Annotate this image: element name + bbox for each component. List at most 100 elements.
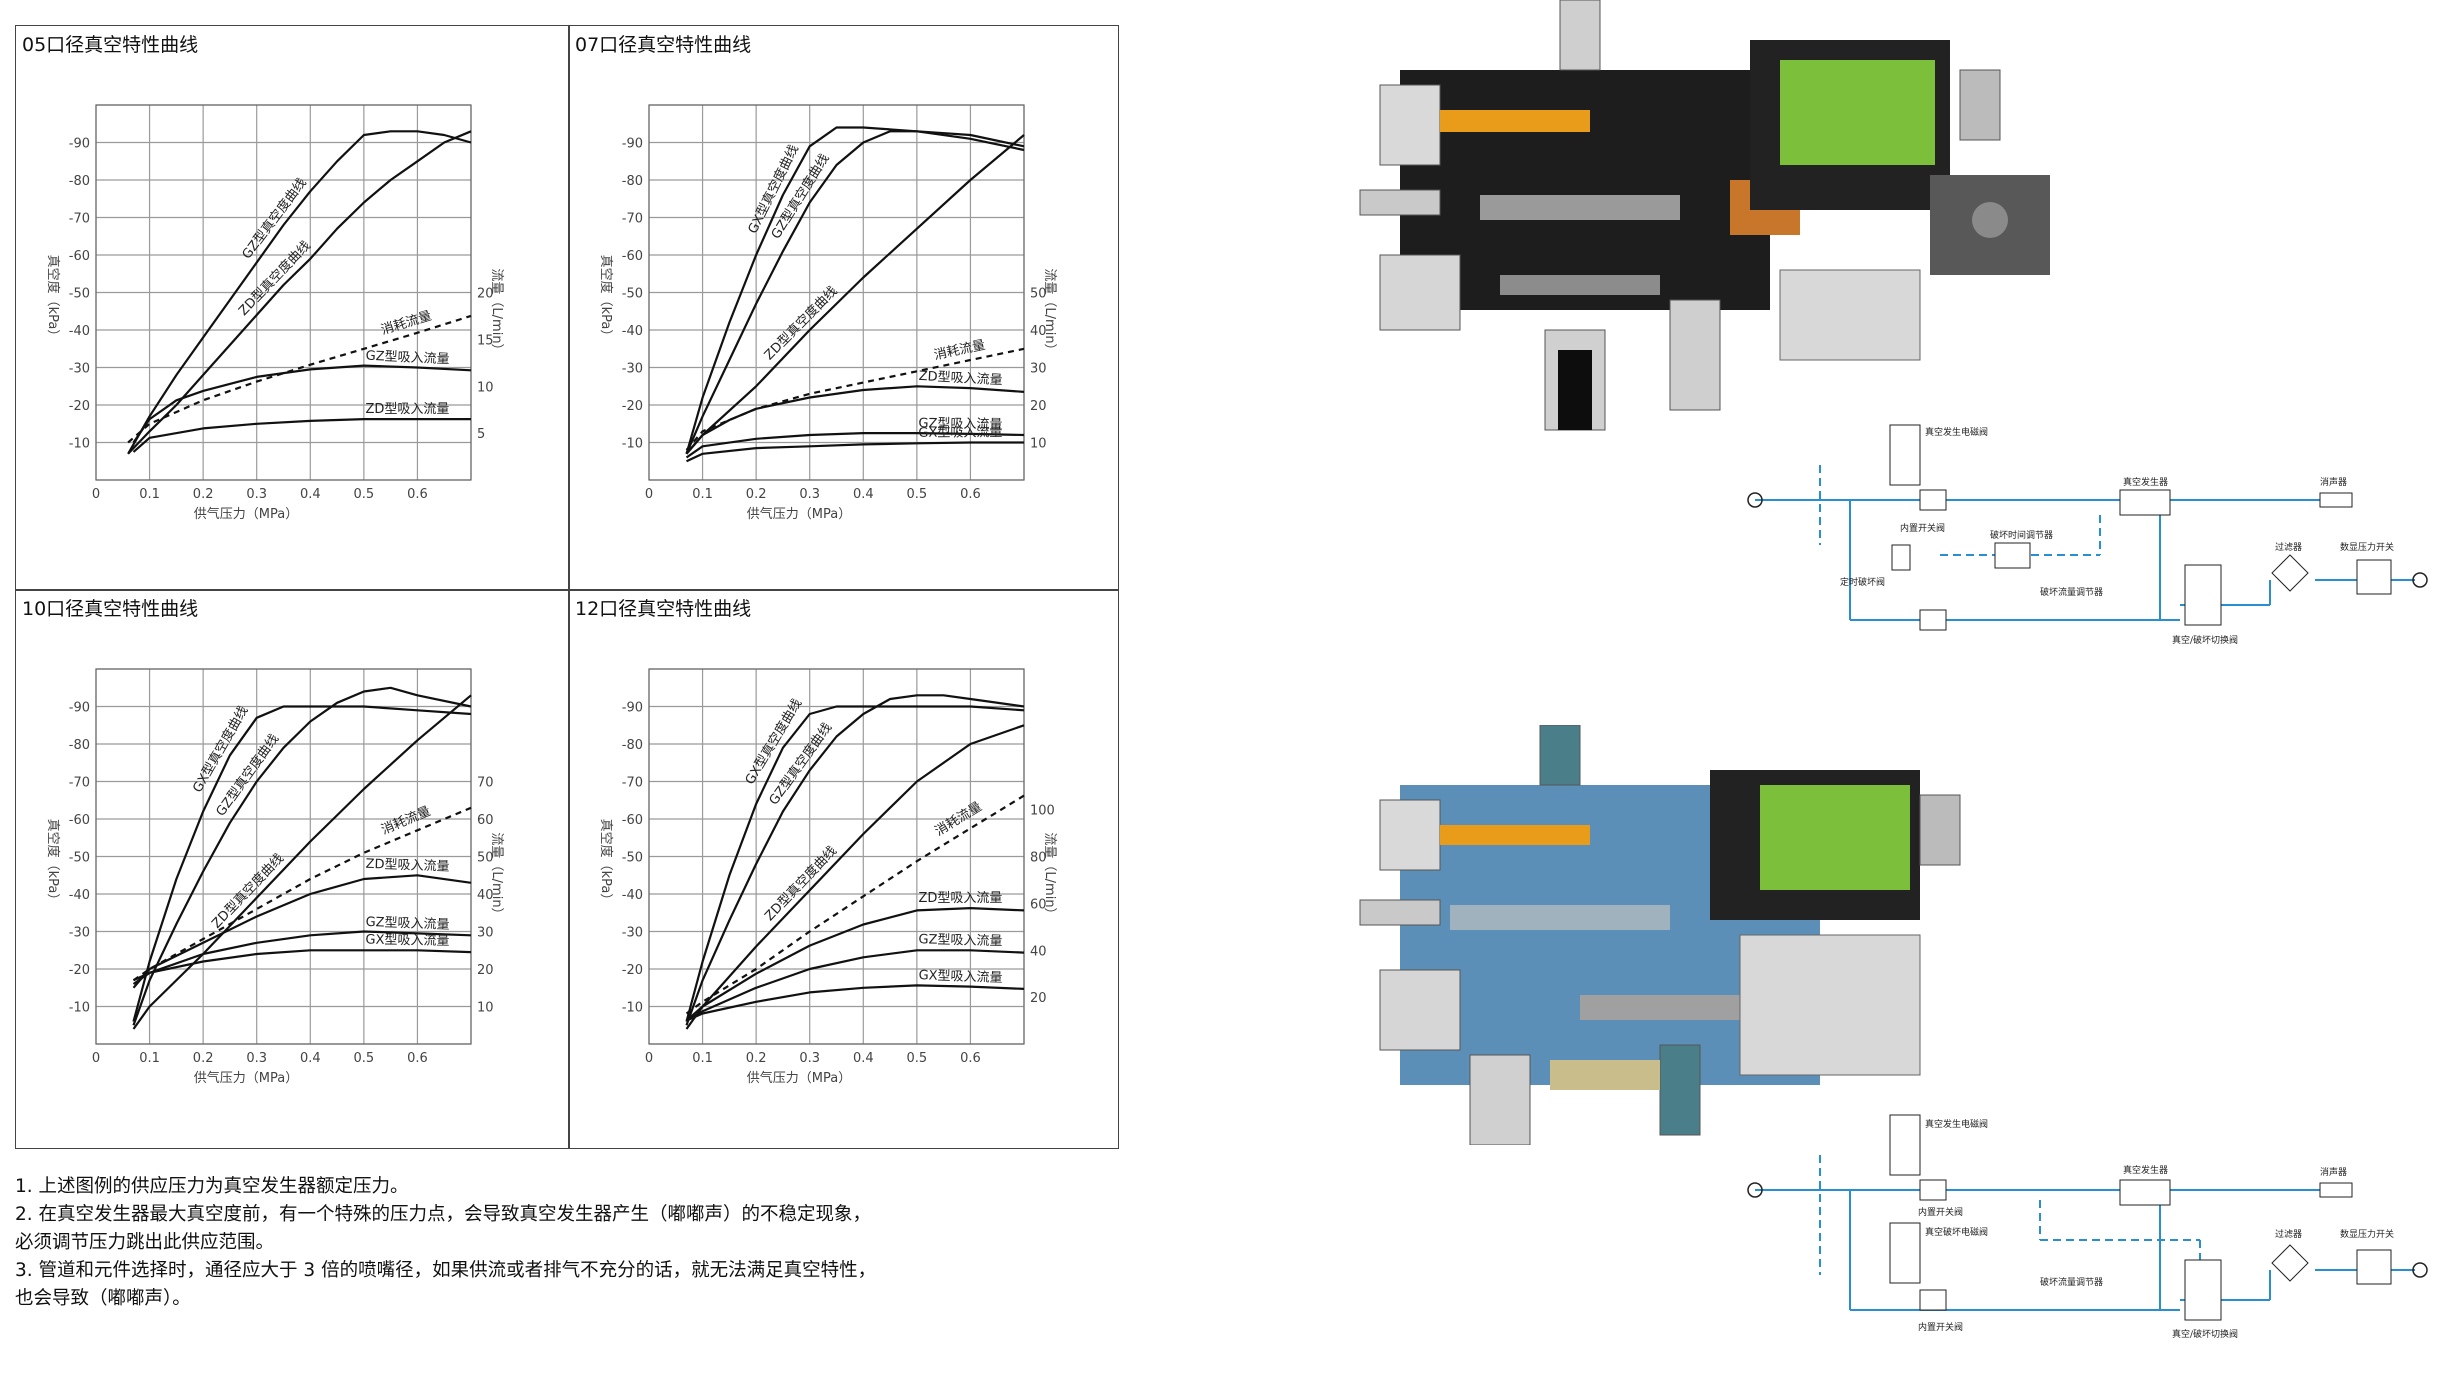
series-label: ZD型吸入流量 <box>918 369 1003 388</box>
y-tick-label: -60 <box>622 249 643 264</box>
x-tick-label: 0.6 <box>407 487 428 502</box>
y-axis-label: 真空度（kPa） <box>598 255 614 343</box>
y2-tick-label: 5 <box>477 427 485 442</box>
y-tick-label: -10 <box>622 437 643 452</box>
series-line <box>132 705 472 1022</box>
label-solenoid: 真空发生电磁阀 <box>1925 426 1988 438</box>
series-label: GX型吸入流量 <box>918 968 1002 986</box>
label-timer-reg: 破坏时间调节器 <box>1990 529 2053 541</box>
series-line <box>685 130 1025 455</box>
x-tick-label: 0.4 <box>853 487 874 502</box>
label-generator: 真空发生器 <box>2123 1164 2168 1176</box>
series-label: 消耗流量 <box>379 804 433 838</box>
series-line <box>132 686 472 1026</box>
y-tick-label: -20 <box>69 963 90 978</box>
series-line <box>686 984 1025 1022</box>
label-generator: 真空发生器 <box>2123 476 2168 488</box>
y2-tick-label: 40 <box>1030 324 1047 339</box>
label-silencer: 消声器 <box>2320 1166 2347 1178</box>
label-filter: 过滤器 <box>2275 541 2302 553</box>
y-tick-label: -90 <box>622 137 643 152</box>
grid <box>95 104 472 481</box>
x-tick-label: 0.2 <box>746 1051 767 1066</box>
series-line <box>132 364 472 444</box>
x-axis-label: 供气压力（MPa） <box>747 1070 851 1086</box>
y-tick-label: -10 <box>69 1001 90 1016</box>
y-tick-label: -30 <box>69 362 90 377</box>
x-tick-label: 0.4 <box>300 1051 321 1066</box>
pneumatic-schematic-top: 真空发生电磁阀 内置开关阀 真空发生器 消声器 破坏时间调节器 定时破坏阀 破坏… <box>1747 424 2428 646</box>
cross-section-illustration-bottom <box>1359 725 1961 1145</box>
series-line <box>132 806 472 982</box>
y-axis-label: 真空度（kPa） <box>598 819 614 907</box>
y2-tick-label: 10 <box>477 380 494 395</box>
y2-tick-label: 40 <box>1030 944 1047 959</box>
y2-tick-label: 30 <box>1030 362 1047 377</box>
y2-tick-label: 50 <box>1030 287 1047 302</box>
y2-tick-label: 20 <box>477 287 494 302</box>
series-line <box>686 441 1024 463</box>
y2-axis-label: 流量（L/min） <box>489 268 504 356</box>
x-tick-label: 0.4 <box>300 487 321 502</box>
series-label: ZD型真空度曲线 <box>209 850 287 931</box>
y-tick-label: -60 <box>69 813 90 828</box>
series-label: 消耗流量 <box>933 338 987 363</box>
series-line <box>685 907 1025 1022</box>
series-label: GX型吸入流量 <box>918 425 1002 441</box>
y2-tick-label: 70 <box>477 776 494 791</box>
series-label: GX型吸入流量 <box>365 933 449 949</box>
y2-tick-label: 20 <box>1030 399 1047 414</box>
series-line <box>132 930 472 985</box>
y2-tick-label: 20 <box>1030 991 1047 1006</box>
y-tick-label: -60 <box>622 813 643 828</box>
x-tick-label: 0.1 <box>692 1051 713 1066</box>
y2-tick-label: 10 <box>477 1001 494 1016</box>
series-line <box>685 705 1025 1022</box>
y-tick-label: -80 <box>622 738 643 753</box>
x-tick-label: 0.4 <box>853 1051 874 1066</box>
plot-frame <box>95 668 472 1045</box>
label-pressure-switch-2: 内置开关阀 <box>1918 1321 1963 1333</box>
x-tick-label: 0 <box>645 1051 653 1066</box>
y-tick-label: -30 <box>622 926 643 941</box>
series-line <box>132 874 472 989</box>
label-silencer: 消声器 <box>2320 476 2347 488</box>
y-tick-label: -90 <box>69 137 90 152</box>
y-axis-label: 真空度（kPa） <box>45 255 61 343</box>
y2-axis-label: 流量（L/min） <box>489 832 504 920</box>
panel-divider-vertical <box>568 26 570 1148</box>
x-tick-label: 0.1 <box>692 487 713 502</box>
note-line: 1. 上述图例的供应压力为真空发生器额定压力。 <box>15 1176 409 1197</box>
series-label: GZ型吸入流量 <box>365 349 450 368</box>
y2-tick-label: 15 <box>477 333 494 348</box>
series-line <box>127 130 472 455</box>
y-tick-label: -40 <box>622 324 643 339</box>
y-tick-label: -20 <box>69 399 90 414</box>
y-tick-label: -20 <box>622 399 643 414</box>
y2-axis-label: 流量（L/min） <box>1042 832 1057 920</box>
series-line <box>132 694 472 1030</box>
chart-title: 12口径真空特性曲线 <box>575 598 752 620</box>
label-break-solenoid: 真空破坏电磁阀 <box>1925 1226 1988 1238</box>
y-tick-label: -30 <box>622 362 643 377</box>
grid <box>95 668 472 1045</box>
y-tick-label: -90 <box>622 701 643 716</box>
series-line <box>685 794 1025 1015</box>
y-tick-label: -10 <box>69 437 90 452</box>
label-flow-reg: 破坏流量调节器 <box>2040 1276 2103 1288</box>
plot-frame <box>648 104 1025 481</box>
series-line <box>133 949 472 982</box>
note-line: 必须调节压力跳出此供应范围。 <box>15 1232 275 1253</box>
plot-frame <box>648 668 1025 1045</box>
label-switch-valve: 真空/破坏切换阀 <box>2172 1328 2238 1340</box>
x-tick-label: 0.3 <box>246 1051 267 1066</box>
label-flow-reg: 破坏流量调节器 <box>2040 586 2103 598</box>
y2-tick-label: 60 <box>1030 897 1047 912</box>
y-tick-label: -70 <box>69 776 90 791</box>
